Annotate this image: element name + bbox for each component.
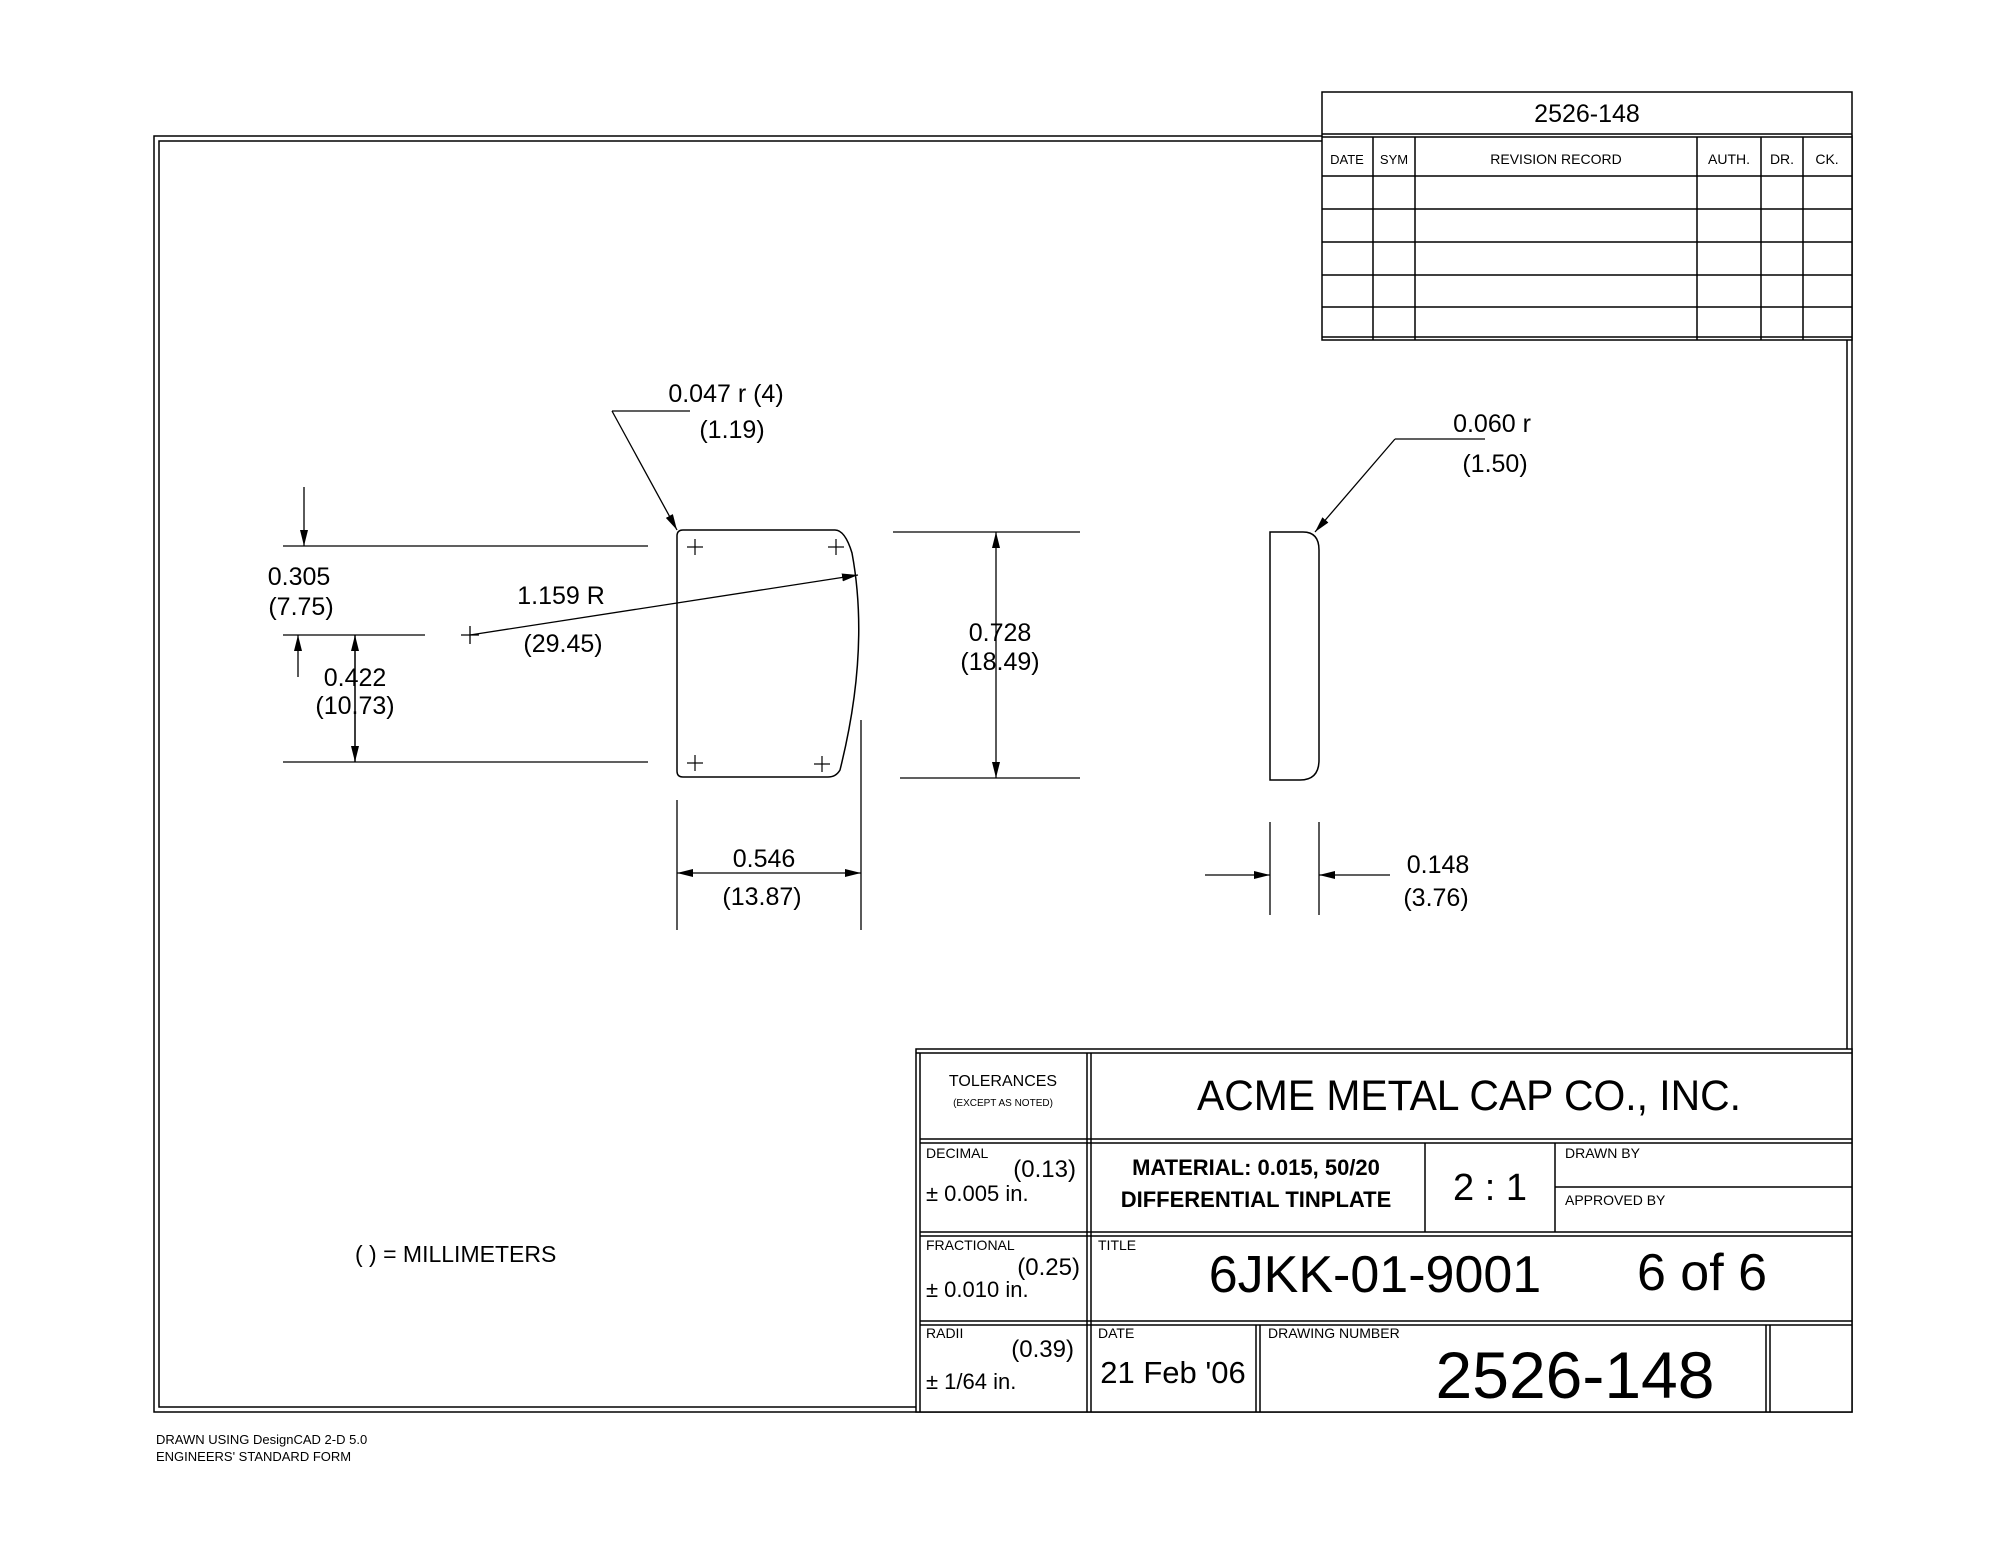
drawn-by-label: DRAWN BY <box>1565 1145 1641 1161</box>
approved-by-label: APPROVED BY <box>1565 1192 1666 1208</box>
footer-line-2: ENGINEERS' STANDARD FORM <box>156 1449 351 1464</box>
footer-line-1: DRAWN USING DesignCAD 2-D 5.0 <box>156 1432 367 1447</box>
corner-radius-mm-label: (1.19) <box>699 416 764 444</box>
drawing-number: 2526-148 <box>1436 1338 1715 1412</box>
dimension-lines <box>283 410 1485 930</box>
thickness-mm-label: (3.76) <box>1403 884 1468 912</box>
rev-header-revision-record: REVISION RECORD <box>1490 151 1621 167</box>
date-value: 21 Feb '06 <box>1100 1355 1246 1390</box>
rev-header-date: DATE <box>1330 152 1364 167</box>
fractional-label: FRACTIONAL <box>926 1237 1015 1253</box>
tolerances-note: (EXCEPT AS NOTED) <box>953 1098 1053 1109</box>
arc-radius-label: 1.159 R <box>517 582 605 610</box>
material-line-2: DIFFERENTIAL TINPLATE <box>1121 1187 1392 1212</box>
rev-header-ck: CK. <box>1815 151 1838 167</box>
top-offset-label: 0.305 <box>268 563 331 591</box>
edge-radius-label: 0.060 r <box>1453 410 1531 438</box>
fractional-value: ± 0.010 in. <box>926 1277 1029 1302</box>
revision-drawing-number: 2526-148 <box>1534 100 1640 128</box>
corner-center-marks <box>687 539 844 772</box>
radii-mm: (0.39) <box>1011 1336 1074 1363</box>
rev-header-sym: SYM <box>1380 152 1408 167</box>
date-label: DATE <box>1098 1325 1134 1341</box>
radii-label: RADII <box>926 1325 963 1341</box>
decimal-label: DECIMAL <box>926 1145 988 1161</box>
title-label: TITLE <box>1098 1237 1136 1253</box>
company-name: ACME METAL CAP CO., INC. <box>1197 1072 1741 1120</box>
edge-radius-mm-label: (1.50) <box>1462 450 1527 478</box>
tolerances-label: TOLERANCES <box>949 1073 1057 1090</box>
title-value: 6JKK-01-9001 <box>1209 1246 1541 1304</box>
part-side-view <box>1269 531 1320 781</box>
corner-radius-label: 0.047 r (4) <box>668 380 783 408</box>
bottom-offset-label: 0.422 <box>324 664 387 692</box>
title-block <box>915 1048 1853 1413</box>
scale-value: 2 : 1 <box>1453 1167 1527 1209</box>
revision-block <box>1321 91 1853 341</box>
height-mm-label: (18.49) <box>960 648 1039 676</box>
fractional-mm: (0.25) <box>1017 1254 1080 1281</box>
sheet-number: 6 of 6 <box>1637 1244 1767 1302</box>
decimal-mm: (0.13) <box>1013 1156 1076 1183</box>
width-mm-label: (13.87) <box>722 883 801 911</box>
rev-header-dr: DR. <box>1770 151 1794 167</box>
radii-value: ± 1/64 in. <box>926 1369 1016 1394</box>
bottom-offset-mm-label: (10.73) <box>315 692 394 720</box>
part-front-view <box>676 529 860 778</box>
legend-note: ( ) = MILLIMETERS <box>355 1241 556 1267</box>
drawing-number-label: DRAWING NUMBER <box>1268 1325 1400 1341</box>
height-label: 0.728 <box>969 619 1032 647</box>
material-line-1: MATERIAL: 0.015, 50/20 <box>1132 1155 1380 1180</box>
arc-radius-mm-label: (29.45) <box>523 630 602 658</box>
thickness-label: 0.148 <box>1407 851 1470 879</box>
rev-header-auth: AUTH. <box>1708 151 1750 167</box>
decimal-value: ± 0.005 in. <box>926 1181 1029 1206</box>
width-label: 0.546 <box>733 845 796 873</box>
top-offset-mm-label: (7.75) <box>268 593 333 621</box>
